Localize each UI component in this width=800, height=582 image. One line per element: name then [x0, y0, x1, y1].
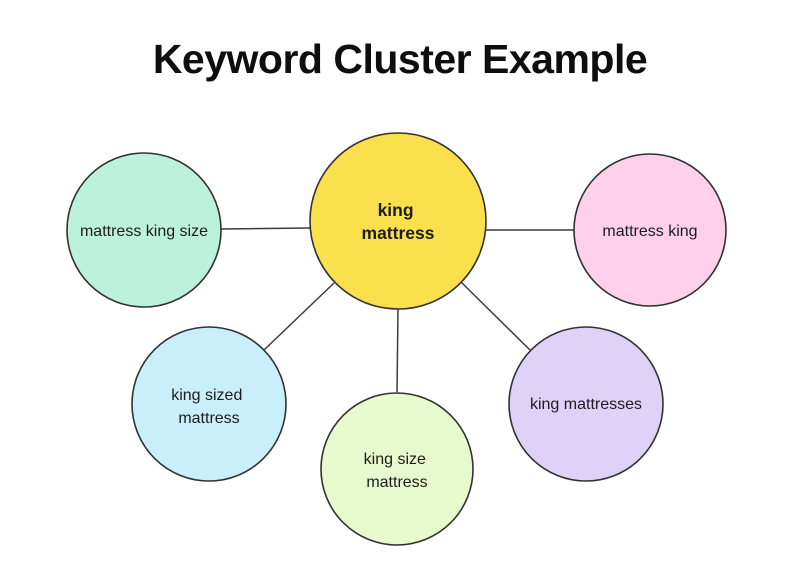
- node-king-sized-mattress: king sized mattress: [131, 326, 287, 482]
- node-circle-mattress-king-size: [66, 152, 222, 308]
- node-label-king-mattresses: king mattresses: [530, 396, 642, 413]
- edge-group: [220, 227, 574, 393]
- node-circle-king-mattresses: [508, 326, 664, 482]
- edge-center-to-king-mattresses: [460, 281, 531, 351]
- node-label-king-size-mattress: king size mattress: [364, 451, 431, 491]
- node-label-king-sized-mattress: king sized mattress: [171, 387, 247, 427]
- edge-center-to-king-sized-mattress: [263, 282, 335, 351]
- node-label-king-mattress: king mattress: [362, 200, 435, 243]
- node-king-size-mattress: king size mattress: [320, 392, 474, 546]
- node-label-mattress-king: mattress king: [602, 223, 697, 240]
- node-king-mattresses: king mattresses: [508, 326, 664, 482]
- node-circle-mattress-king: [573, 153, 727, 307]
- node-mattress-king-size: mattress king size: [66, 152, 222, 308]
- node-circle-king-sized-mattress: [131, 326, 287, 482]
- page-title: Keyword Cluster Example: [152, 36, 648, 82]
- node-circle-king-size-mattress: [320, 392, 474, 546]
- edge-center-to-king-size-mattress: [396, 308, 399, 393]
- node-king-mattress: king mattress: [309, 132, 487, 310]
- edge-center-to-mattress-king-size: [220, 227, 311, 230]
- node-label-mattress-king-size: mattress king size: [80, 223, 208, 240]
- node-circle-king-mattress: [309, 132, 487, 310]
- node-mattress-king: mattress king: [573, 153, 727, 307]
